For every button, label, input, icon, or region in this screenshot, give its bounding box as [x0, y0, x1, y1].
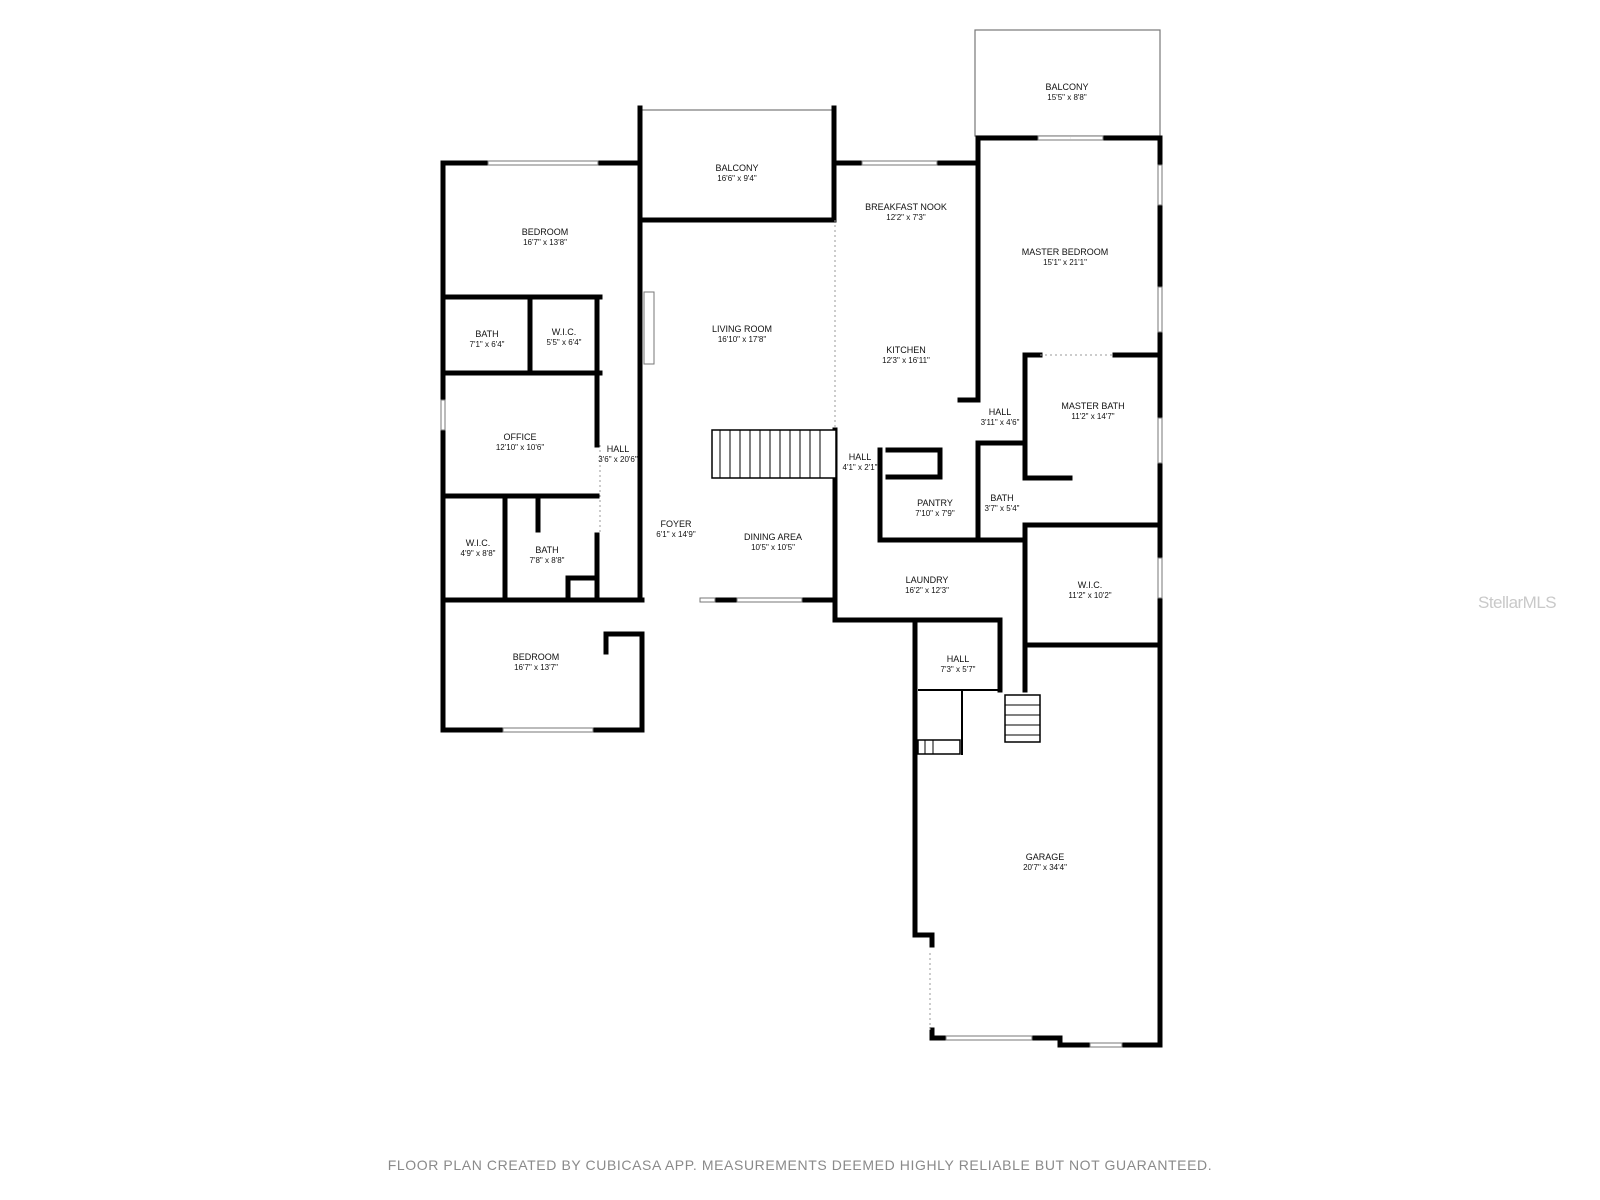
openings — [599, 220, 1115, 1030]
room-dims: 7'8" x 8'8" — [530, 556, 565, 565]
room-name: MASTER BEDROOM — [1022, 247, 1109, 257]
room-name: OFFICE — [504, 432, 537, 442]
room-dims: 6'1" x 14'9" — [656, 530, 696, 539]
room-dims: 4'1" x 2'1" — [843, 463, 878, 472]
room-dims: 16'10" x 17'8" — [718, 335, 766, 344]
room-name: BATH — [535, 545, 558, 555]
room-name: BEDROOM — [522, 227, 569, 237]
room-name: W.I.C. — [466, 538, 491, 548]
room-dims: 10'5" x 10'5" — [751, 543, 795, 552]
room-dims: 12'2" x 7'3" — [886, 213, 926, 222]
room-dims: 7'3" x 5'7" — [941, 665, 976, 674]
room-dims: 15'5" x 8'8" — [1047, 93, 1087, 102]
room-name: BATH — [475, 329, 498, 339]
room-dims: 4'9" x 8'8" — [461, 549, 496, 558]
room-name: BREAKFAST NOOK — [865, 202, 947, 212]
room-dims: 3'11" x 4'6" — [981, 418, 1020, 427]
room-dims: 11'2" x 10'2" — [1068, 591, 1111, 600]
room-dims: 5'5" x 6'4" — [547, 338, 582, 347]
watermark-logo: StellarMLS — [1478, 593, 1557, 612]
room-name: BALCONY — [1045, 82, 1088, 92]
room-name: FOYER — [660, 519, 692, 529]
room-dims: 3'6" x 20'6" — [598, 455, 638, 464]
room-name: GARAGE — [1026, 852, 1065, 862]
room-name: HALL — [849, 452, 872, 462]
room-name: BEDROOM — [513, 652, 560, 662]
room-dims: 16'6" x 9'4" — [717, 174, 757, 183]
room-dims: 12'3" x 16'11" — [882, 356, 930, 365]
room-name: DINING AREA — [744, 532, 802, 542]
stairs — [711, 429, 837, 479]
room-dims: 16'7" x 13'7" — [514, 663, 558, 672]
room-dims: 12'10" x 10'6" — [496, 443, 544, 452]
room-name: W.I.C. — [1078, 580, 1103, 590]
room-dims: 11'2" x 14'7" — [1071, 412, 1114, 421]
room-name: HALL — [947, 654, 970, 664]
room-dims: 16'2" x 12'3" — [905, 586, 949, 595]
room-name: HALL — [989, 407, 1012, 417]
room-name: W.I.C. — [552, 327, 577, 337]
room-dims: 15'1" x 21'1" — [1043, 258, 1087, 267]
room-name: LAUNDRY — [906, 575, 949, 585]
room-name: BALCONY — [715, 163, 758, 173]
room-name: KITCHEN — [886, 345, 926, 355]
garage-steps — [917, 694, 1041, 755]
room-dims: 7'10" x 7'9" — [915, 509, 955, 518]
room-dims: 3'7" x 5'4" — [985, 504, 1020, 513]
room-dims: 20'7" x 34'4" — [1023, 863, 1067, 872]
room-name: HALL — [607, 444, 630, 454]
room-dims: 7'1" x 6'4" — [470, 340, 505, 349]
room-name: LIVING ROOM — [712, 324, 772, 334]
room-name: BATH — [990, 493, 1013, 503]
balcony-outlines — [639, 29, 1161, 221]
room-name: PANTRY — [917, 498, 953, 508]
room-labels: BALCONY 15'5" x 8'8" BALCONY 16'6" x 9'4… — [461, 82, 1125, 872]
room-name: MASTER BATH — [1061, 401, 1124, 411]
footer-disclaimer: FLOOR PLAN CREATED BY CUBICASA APP. MEAS… — [387, 1157, 1213, 1173]
windows — [440, 135, 1163, 1048]
room-dims: 16'7" x 13'8" — [523, 238, 567, 247]
